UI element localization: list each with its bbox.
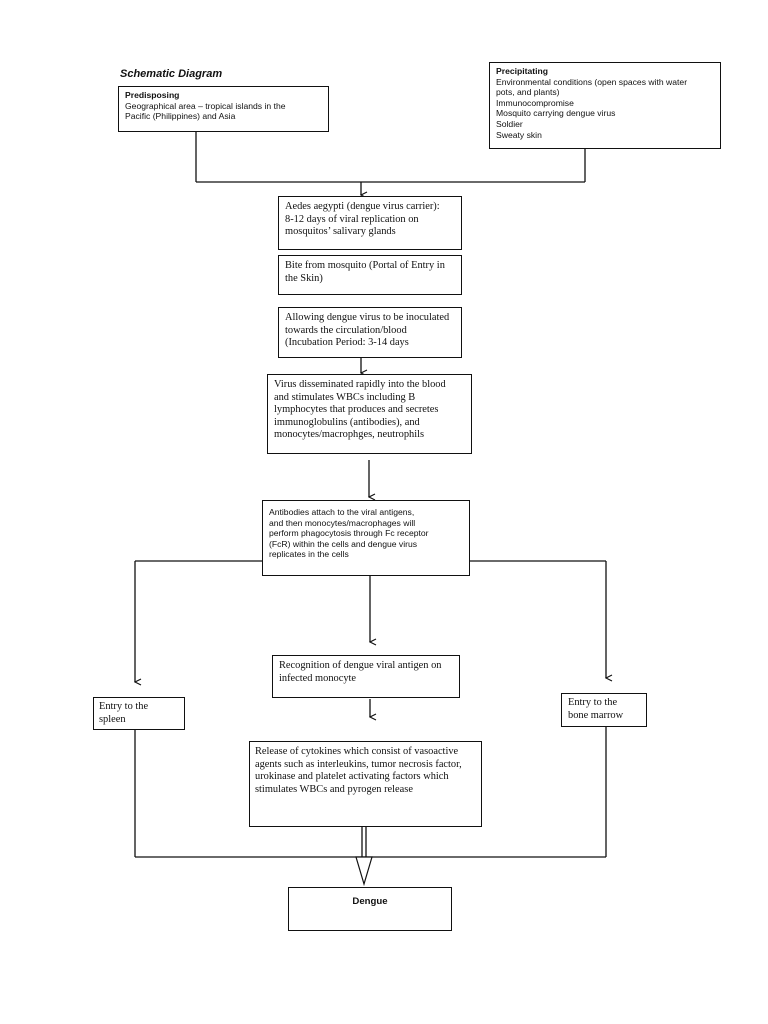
dissemination-line: monocytes/macrophges, neutrophils	[274, 429, 425, 441]
predisposing-line: Pacific (Philippines) and Asia	[125, 111, 236, 122]
bite-line: the Skin)	[285, 272, 323, 284]
dissemination-line: lymphocytes that produces and secretes	[274, 404, 439, 416]
dissemination-line: and stimulates WBCs including B	[274, 391, 416, 403]
aedes-aegypti-box: Aedes aegypti (dengue virus carrier): 8-…	[278, 196, 462, 250]
recognition-line: infected monocyte	[279, 672, 357, 684]
diagram-title: Schematic Diagram	[120, 68, 223, 80]
spleen-entry-box: Entry to the spleen	[93, 697, 185, 730]
inoculation-box: Allowing dengue virus to be inoculated t…	[278, 307, 462, 358]
recognition-line: Recognition of dengue viral antigen on	[279, 660, 442, 671]
precipitating-line: Immunocompromise	[496, 97, 574, 108]
dengue-outcome-box: Dengue	[288, 887, 452, 931]
bone-marrow-line: bone marrow	[568, 709, 624, 721]
antibodies-line: and then monocytes/macrophages will	[269, 517, 416, 528]
bone-marrow-line: Entry to the	[568, 697, 618, 708]
cytokines-line: stimulates WBCs and pyrogen release	[255, 783, 413, 795]
precipitating-line: Sweaty skin	[496, 129, 542, 140]
precipitating-line: pots, and plants)	[496, 87, 560, 98]
precipitating-line: Soldier	[496, 118, 523, 129]
antibodies-line: (FcR) within the cells and dengue virus	[269, 538, 418, 549]
aedes-line: mosquitos’ salivary glands	[285, 226, 396, 238]
virus-dissemination-box: Virus disseminated rapidly into the bloo…	[267, 374, 472, 454]
cytokines-line: agents such as interleukins, tumor necro…	[255, 758, 462, 770]
mosquito-bite-box: Bite from mosquito (Portal of Entry in t…	[278, 255, 462, 295]
antibodies-line: perform phagocytosis through Fc receptor	[269, 528, 429, 539]
precipitating-box: Precipitating Environmental conditions (…	[489, 62, 721, 149]
predisposing-box: Predisposing Geographical area – tropica…	[118, 86, 329, 132]
cytokines-line: Release of cytokines which consist of va…	[255, 746, 459, 757]
antibodies-line: Antibodies attach to the viral antigens,	[269, 507, 415, 517]
inoculation-line: towards the circulation/blood	[285, 324, 407, 336]
inoculation-line: Allowing dengue virus to be inoculated	[285, 312, 450, 323]
dissemination-line: Virus disseminated rapidly into the bloo…	[274, 379, 446, 390]
bone-marrow-entry-box: Entry to the bone marrow	[561, 693, 647, 727]
predisposing-heading: Predisposing	[125, 90, 180, 100]
cytokines-box: Release of cytokines which consist of va…	[249, 741, 482, 827]
spleen-line: Entry to the	[99, 701, 149, 712]
predisposing-line: Geographical area – tropical islands in …	[125, 100, 286, 111]
dengue-label: Dengue	[352, 896, 388, 907]
dissemination-line: immunoglobulins (antibodies), and	[274, 416, 420, 428]
recognition-box: Recognition of dengue viral antigen on i…	[272, 655, 460, 698]
spleen-line: spleen	[99, 713, 126, 725]
aedes-line: Aedes aegypti (dengue virus carrier):	[285, 201, 440, 212]
precipitating-line: Environmental conditions (open spaces wi…	[496, 76, 688, 87]
aedes-line: 8-12 days of viral replication on	[285, 213, 419, 225]
precipitating-line: Mosquito carrying dengue virus	[496, 108, 616, 119]
precipitating-heading: Precipitating	[496, 66, 549, 76]
bite-line: Bite from mosquito (Portal of Entry in	[285, 260, 445, 271]
antibodies-line: replicates in the cells	[269, 549, 349, 560]
antibodies-box: Antibodies attach to the viral antigens,…	[262, 500, 470, 576]
inoculation-line: (Incubation Period: 3-14 days	[285, 337, 409, 349]
cytokines-line: urokinase and platelet activating factor…	[255, 771, 449, 783]
